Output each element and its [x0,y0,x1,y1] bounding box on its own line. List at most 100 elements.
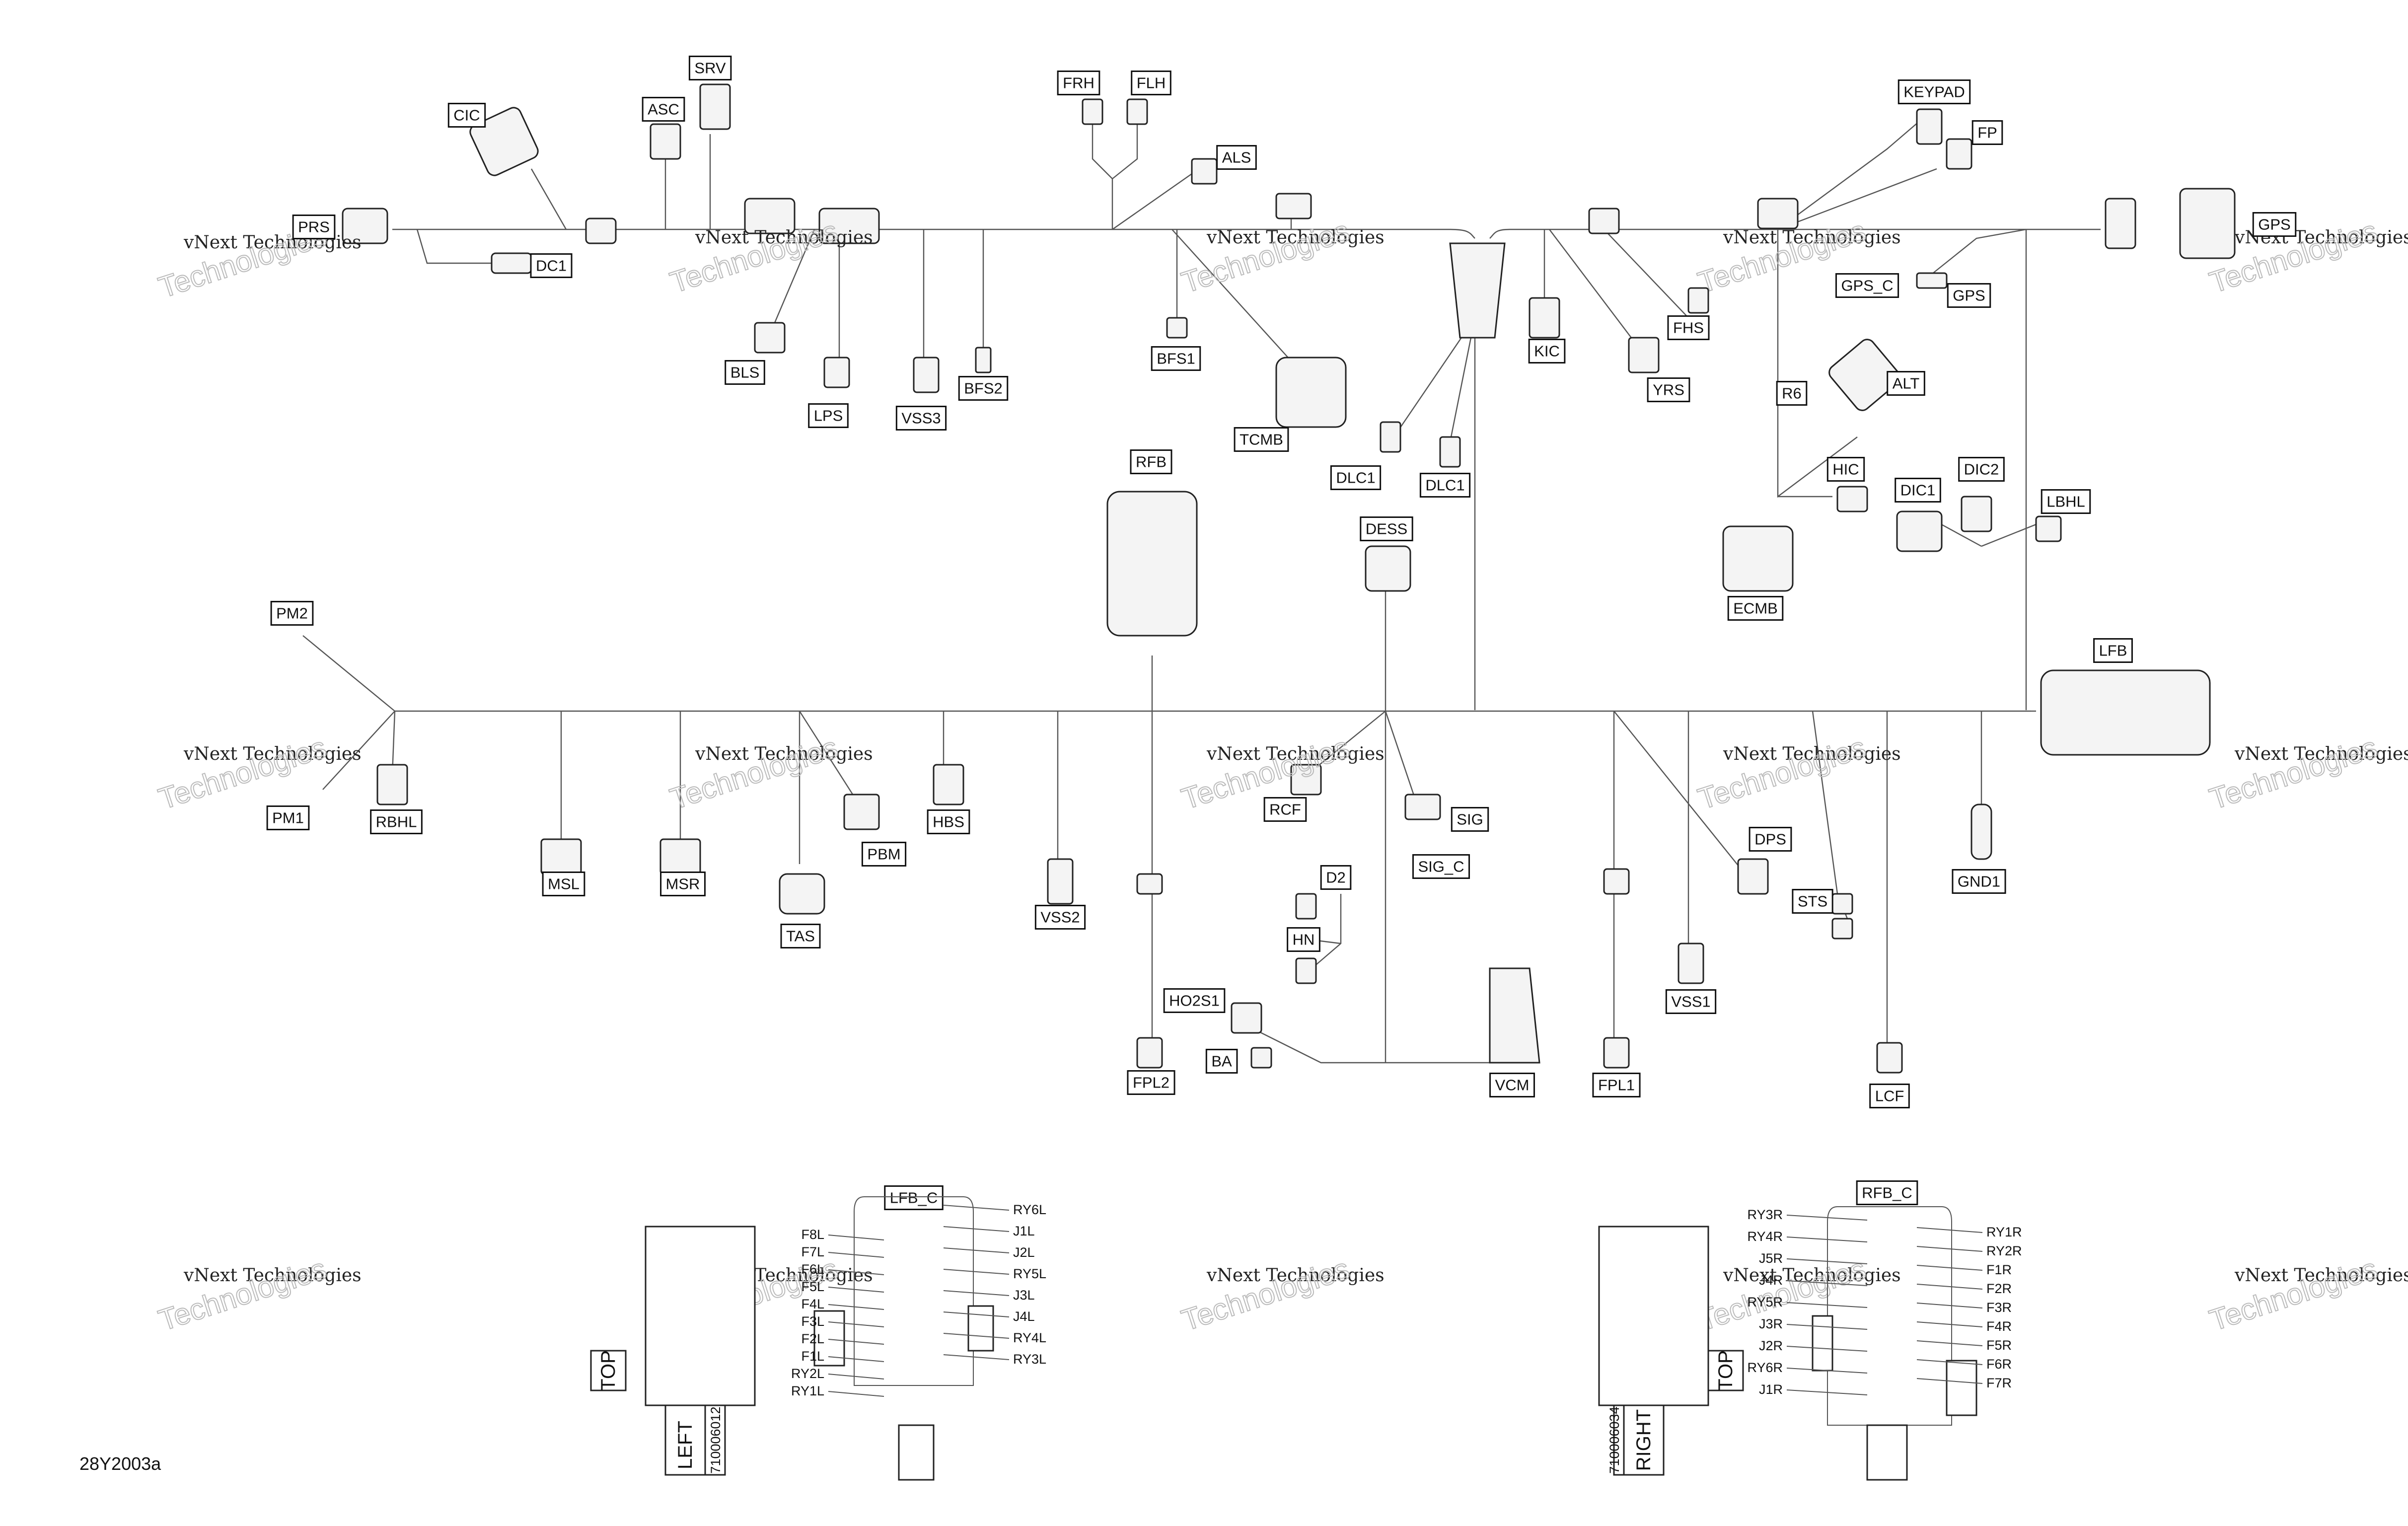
svg-text:R6: R6 [1782,385,1802,402]
pin-label-left-leader-line [943,1354,1010,1360]
label-ho2s1: HO2S1 [1163,988,1226,1013]
pin-label-left-leader-line [943,1226,1010,1232]
svg-text:DPS: DPS [1754,831,1786,848]
pin-label-right-leader-line [1916,1284,1983,1290]
pin-label-right-f4r: F4R [1986,1319,2012,1334]
pin-label-right-f7r: F7R [1986,1376,2012,1390]
label-ecmb: ECMB [1727,596,1784,621]
label-rfb-c: RFB_C [1856,1180,1918,1205]
pin-label-left-ry2l: RY2L [791,1366,824,1381]
label-pbm: PBM [861,842,907,867]
svg-text:LCF: LCF [1875,1088,1904,1105]
pin-label-left-ry6l: RY6L [1013,1202,1046,1217]
label-rcf: RCF [1263,797,1307,822]
wires [302,119,2101,1064]
svg-text:LFB: LFB [2099,642,2127,659]
svg-text:BA: BA [1211,1053,1232,1070]
svg-text:HIC: HIC [1832,461,1859,478]
fuse-box-right-detail: TOP RIGHT 710006034 [1598,1206,1977,1481]
watermark: vNext Technologies [183,744,362,764]
watermark: Technologies [1177,1252,1353,1337]
svg-text:GPS: GPS [2258,216,2290,233]
fuse-box-left-top-label: TOP [597,1350,619,1391]
svg-text:ASC: ASC [648,101,679,118]
svg-text:SRV: SRV [694,60,726,77]
label-pm2: PM2 [270,601,314,626]
pin-label-right-leader-line [1916,1246,1983,1252]
svg-text:HBS: HBS [933,813,964,831]
label-bls: BLS [725,360,765,385]
svg-text:RCF: RCF [1269,801,1301,818]
pin-label-left-ry1l: RY1L [791,1383,824,1398]
pin-label-right-leader-line [1916,1359,1983,1365]
pin-label-left-f3l: F3L [801,1314,824,1329]
pin-label-left-f6l: F6L [801,1262,824,1277]
svg-text:GND1: GND1 [1958,873,2000,890]
pin-label-right-leader-line [1786,1258,1868,1264]
pin-label-left-leader-line [828,1356,884,1362]
svg-text:TCMB: TCMB [1240,431,1283,448]
fuse-box-left-part-number: 710006012 [708,1406,723,1473]
watermark: vNext Technologies [183,1265,362,1286]
svg-text:BFS2: BFS2 [964,380,1003,397]
label-fpl1: FPL1 [1592,1073,1641,1097]
label-bfs1: BFS1 [1151,346,1201,371]
svg-text:BFS1: BFS1 [1157,350,1195,367]
label-r6: R6 [1776,381,1808,406]
svg-text:GPS_C: GPS_C [1841,277,1893,294]
watermark: vNext Technologies [1723,744,1901,764]
label-dps: DPS [1749,827,1792,852]
pin-label-left-j3l: J3L [1013,1288,1035,1303]
label-hn: HN [1287,927,1320,952]
svg-text:VSS2: VSS2 [1040,909,1080,926]
svg-text:RBHL: RBHL [376,813,417,831]
svg-text:VSS3: VSS3 [901,410,941,427]
pin-label-right-leader-line [1786,1236,1868,1242]
label-d2: D2 [1320,865,1352,890]
label-srv: SRV [688,56,732,80]
label-flh: FLH [1131,71,1171,95]
pin-label-right-leader-line [1916,1378,1983,1384]
pin-label-left-leader-line [828,1287,884,1293]
label-dc1: DC1 [530,253,573,278]
svg-text:FLH: FLH [1137,74,1166,92]
pin-label-left-j2l: J2L [1013,1245,1035,1260]
pin-label-right-f5r: F5R [1986,1338,2012,1353]
svg-text:FHS: FHS [1673,319,1704,337]
pin-label-left-leader-line [828,1304,884,1310]
fuse-box-left-pins: F8LF7LF6LF5LF4LF3LF2LF1LRY2LRY1LRY6LJ1LJ… [791,1202,1046,1398]
label-prs: PRS [292,215,336,239]
pin-label-right-leader-line [1786,1280,1868,1286]
pin-label-right-leader-line [1916,1265,1983,1271]
label-lfb: LFB [2093,638,2133,663]
pin-label-left-leader-line [943,1205,1010,1211]
svg-text:CIC: CIC [453,107,480,124]
label-msr: MSR [660,872,706,896]
svg-text:ECMB: ECMB [1733,600,1778,617]
pin-label-left-leader-line [828,1269,884,1275]
pin-label-right-ry2r: RY2R [1986,1243,2022,1258]
label-dic2: DIC2 [1958,457,2005,482]
label-alt: ALT [1887,371,1925,396]
pin-label-left-leader-line [943,1311,1010,1317]
svg-text:DIC1: DIC1 [1900,482,1936,499]
pin-label-right-leader-line [1786,1346,1868,1352]
label-vss3: VSS3 [895,406,947,431]
label-gnd1: GND1 [1952,869,2006,894]
label-vcm: VCM [1489,1073,1535,1097]
svg-text:MSR: MSR [666,875,700,893]
pin-label-right-ry4r: RY4R [1747,1229,1783,1244]
pin-label-right-leader-line [1786,1302,1868,1308]
pin-label-right-f6r: F6R [1986,1357,2012,1372]
pin-label-right-j1r: J1R [1759,1382,1783,1397]
label-gps-top: GPS [2252,212,2297,237]
svg-text:ALT: ALT [1893,375,1920,392]
label-kic: KIC [1528,339,1566,363]
svg-text:LPS: LPS [814,407,843,425]
connector-labels: PRS CIC ASC SRV DC1 FRH FLH ALS BLS LPS … [266,56,2297,1210]
pin-label-right-f3r: F3R [1986,1300,2012,1315]
label-pm1: PM1 [266,805,310,830]
pin-label-left-ry5l: RY5L [1013,1266,1046,1281]
pin-label-right-leader-line [1786,1389,1868,1395]
pin-label-right-leader-line [1916,1303,1983,1308]
